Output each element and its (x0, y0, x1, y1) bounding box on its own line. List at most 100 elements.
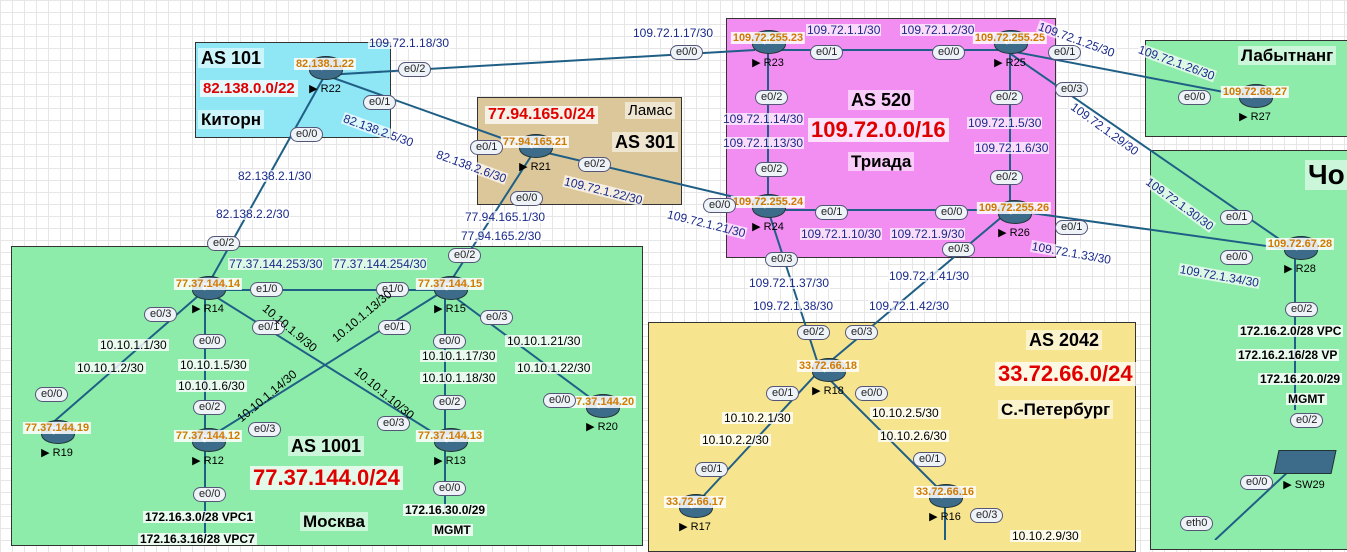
router-ip: 109.72.255.24 (730, 196, 806, 208)
iface-r26-e03: e0/3 (942, 242, 976, 257)
iface-r23-e02: e0/2 (755, 90, 789, 105)
router-r13[interactable]: 77.37.144.13 ▶ R13 (415, 424, 485, 468)
router-r18[interactable]: 33.72.66.18 ▶ R18 (796, 354, 860, 398)
router-r14[interactable]: 77.37.144.14 ▶ R14 (173, 272, 243, 316)
iface-r25-e02: e0/2 (990, 90, 1024, 105)
link-ip: 77.37.144.254/30 (332, 257, 428, 271)
iface-r12-e02: e0/2 (193, 400, 227, 415)
iface-r23-e00: e0/0 (670, 45, 704, 60)
as2042-label: AS 2042 (1026, 330, 1103, 350)
link-r26-r28 (1009, 209, 1296, 251)
router-ip: 77.37.144.13 (415, 430, 485, 442)
iface-r28-e01: e0/1 (1220, 210, 1254, 225)
router-r19[interactable]: 77.37.144.19 ▶ R19 (22, 416, 92, 460)
router-r21[interactable]: 77.94.165.21 ▶ R21 (500, 130, 570, 174)
router-r25[interactable]: 109.72.255.25 ▶ R25 (972, 26, 1048, 70)
as520-label: AS 520 (848, 90, 915, 110)
link-ip: 109.72.1.14/30 (722, 112, 805, 126)
iface-r15-e01: e0/1 (378, 320, 412, 335)
router-ip: 109.72.255.23 (730, 32, 806, 44)
iface-r14-e10: e1/0 (250, 282, 284, 297)
link-ip: 109.72.1.42/30 (868, 299, 951, 313)
link-ip: 10.10.1.6/30 (176, 379, 247, 393)
router-name: ▶ R22 (309, 83, 341, 95)
link-ip: 10.10.2.5/30 (870, 406, 941, 420)
router-r12[interactable]: 77.37.144.12 ▶ R12 (173, 424, 243, 468)
note-vpc1: 172.16.3.0/28 VPC1 (143, 510, 256, 524)
iface-r18-e01: e0/1 (766, 386, 800, 401)
router-r17[interactable]: 33.72.66.17 ▶ R17 (663, 490, 727, 534)
labytnangi-city: Лабытнанг (1238, 46, 1337, 65)
iface-r19-e00: e0/0 (35, 387, 69, 402)
router-ip: 77.37.144.19 (22, 422, 92, 434)
note-r28-net1: 172.16.2.0/28 VPC (1238, 324, 1344, 338)
switch-name: ▶ SW29 (1283, 479, 1325, 491)
router-ip: 33.72.66.16 (913, 486, 977, 498)
router-ip: 109.72.255.25 (972, 32, 1048, 44)
iface-r13-e02: e0/2 (433, 395, 467, 410)
as1001-label: AS 1001 (288, 436, 365, 456)
iface-r25-e00: e0/0 (932, 45, 966, 60)
link-ip: 10.10.2.9/30 (1010, 529, 1081, 543)
router-ip: 82.138.1.22 (293, 58, 357, 70)
link-ip: 109.72.1.13/30 (722, 136, 805, 150)
router-r24[interactable]: 109.72.255.24 ▶ R24 (730, 190, 806, 234)
iface-r22-e02: e0/2 (398, 62, 432, 77)
iface-r27-e00: e0/0 (1178, 90, 1212, 105)
iface-r23-e01: e0/1 (810, 45, 844, 60)
as101-city: Киторн (198, 110, 264, 129)
router-r27[interactable]: 109.72.68.27 ▶ R27 (1220, 80, 1290, 124)
router-r28[interactable]: 109.72.67.28 ▶ R28 (1265, 232, 1335, 276)
iface-r13-e00: e0/0 (433, 481, 467, 496)
link-ip: 77.94.165.2/30 (460, 229, 543, 243)
link-ip: 10.10.1.17/30 (420, 349, 498, 363)
router-r23[interactable]: 109.72.255.23 ▶ R23 (730, 26, 806, 70)
link-r25-r27 (1004, 49, 1251, 98)
router-r26[interactable]: 109.72.255.26 ▶ R26 (976, 196, 1052, 240)
router-name: ▶ R21 (519, 161, 551, 173)
as101-label: AS 101 (198, 48, 265, 68)
iface-r22-e01: e0/1 (363, 95, 397, 110)
link-ip: 10.10.1.1/30 (98, 338, 169, 352)
iface-r24-e00: e0/0 (703, 198, 737, 213)
iface-r26-e00: e0/0 (935, 205, 969, 220)
link-ip: 109.72.1.18/30 (368, 36, 451, 50)
router-ip: 77.37.144.12 (173, 430, 243, 442)
iface-r18-e03: e0/3 (845, 325, 879, 340)
iface-r21-e01: e0/1 (470, 140, 504, 155)
as301-city: Ламас (625, 102, 676, 119)
router-name: ▶ R15 (434, 303, 466, 315)
router-name: ▶ R28 (1284, 263, 1316, 275)
link-r22-r14 (204, 74, 326, 291)
link-ip: 10.10.1.5/30 (178, 358, 249, 372)
as2042-network: 33.72.66.0/24 (995, 362, 1136, 386)
iface-r15-e10: e1/0 (376, 282, 410, 297)
iface-r24-e01: e0/1 (815, 205, 849, 220)
router-name: ▶ R20 (586, 421, 618, 433)
router-name: ▶ R17 (679, 521, 711, 533)
router-r22[interactable]: 82.138.1.22 ▶ R22 (293, 52, 357, 96)
router-ip: 77.37.144.20 (567, 396, 637, 408)
link-ip: 10.10.1.18/30 (420, 371, 498, 385)
router-ip: 109.72.67.28 (1265, 238, 1335, 250)
router-name: ▶ R18 (812, 385, 844, 397)
link-ip: 109.72.1.6/30 (974, 141, 1050, 155)
router-ip: 33.72.66.18 (796, 360, 860, 372)
router-name: ▶ R26 (998, 227, 1030, 239)
router-r20[interactable]: 77.37.144.20 ▶ R20 (567, 390, 637, 434)
iface-r25-e03: e0/3 (1055, 82, 1089, 97)
router-ip: 77.37.144.15 (415, 278, 485, 290)
router-name: ▶ R19 (41, 447, 73, 459)
link-r15-r12 (204, 289, 446, 441)
iface-r20-e00: e0/0 (543, 393, 577, 408)
router-r16[interactable]: 33.72.66.16 ▶ R16 (913, 480, 977, 524)
switch-sw29[interactable]: ▶ SW29 (1272, 448, 1337, 492)
link-sw29-down (1214, 469, 1291, 540)
router-ip: 33.72.66.17 (663, 496, 727, 508)
iface-r24-e02: e0/2 (755, 162, 789, 177)
link-ip: 109.72.1.10/30 (800, 227, 883, 241)
router-r15[interactable]: 77.37.144.15 ▶ R15 (415, 272, 485, 316)
iface-sw29-e02: e0/2 (1290, 413, 1324, 428)
router-name: ▶ R13 (434, 455, 466, 467)
iface-r25-e01: e0/1 (1048, 45, 1082, 60)
